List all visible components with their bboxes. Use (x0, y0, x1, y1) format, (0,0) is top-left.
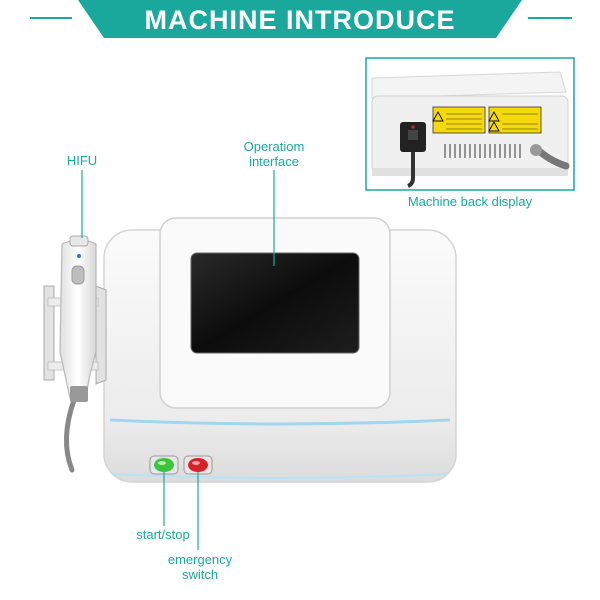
hifu-label: HIFU (66, 153, 98, 168)
operation-interface-label-line2: interface (249, 154, 299, 169)
emergency-switch (183, 455, 213, 475)
emergency-switch-label-line1: emergency (167, 552, 233, 567)
emergency-switch-label-line2: switch (181, 567, 219, 582)
start-stop-label: start/stop (136, 527, 190, 542)
operation-interface-label-line1: Operatiom (243, 139, 305, 154)
back-display-label: Machine back display (407, 194, 533, 209)
leader-lines (81, 170, 275, 550)
title-banner (30, 0, 572, 38)
page-title: MACHINE INTRODUCE (144, 5, 456, 35)
hifu-handpiece (43, 235, 107, 473)
start-stop-button (149, 455, 179, 475)
back-display-inset (365, 57, 575, 191)
operation-screen (190, 252, 360, 354)
